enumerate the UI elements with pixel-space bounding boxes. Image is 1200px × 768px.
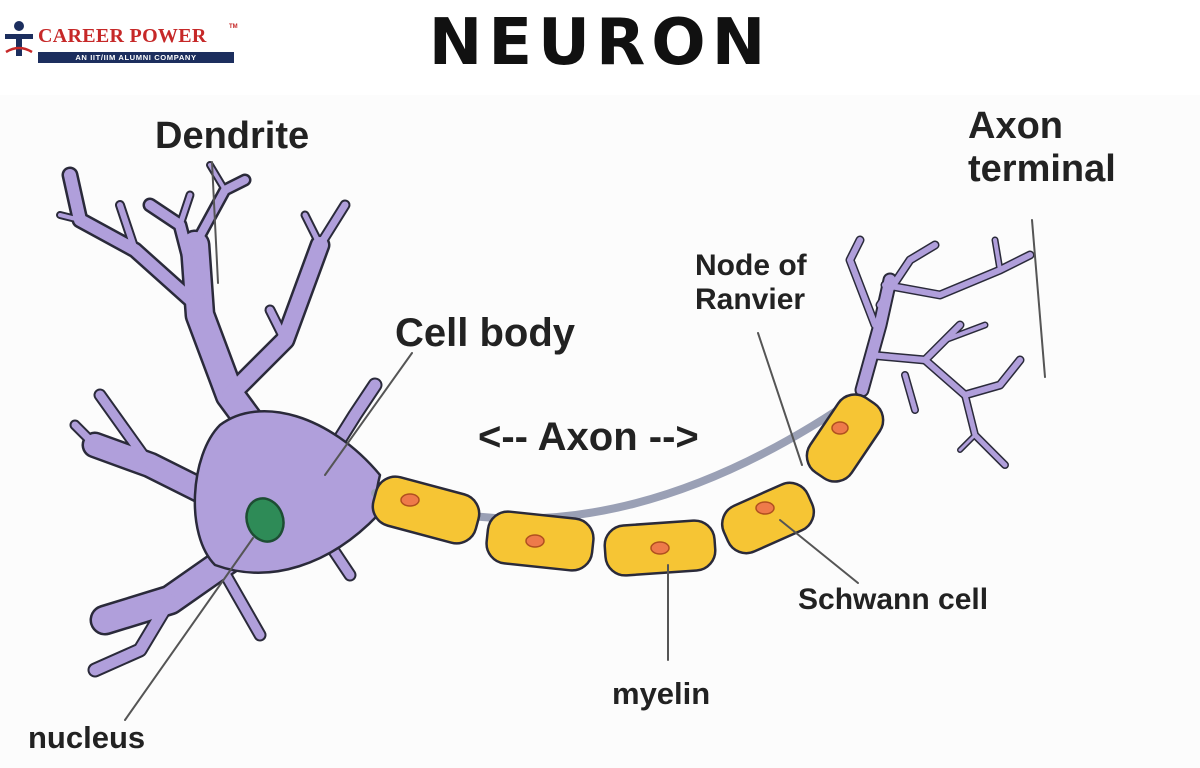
neuron-diagram: Dendrite Axon terminal Node of Ranvier C…	[0, 95, 1200, 768]
label-cell-body: Cell body	[395, 311, 576, 355]
myelin-segment	[720, 481, 816, 555]
brand-tagline: AN IIT/IIM ALUMNI COMPANY	[38, 52, 234, 63]
page-title: NEURON	[428, 6, 772, 80]
career-power-logo[interactable]: CAREER POWER TM AN IIT/IIM ALUMNI COMPAN…	[0, 12, 240, 63]
neuron-illustration	[56, 161, 1046, 721]
label-node-of-ranvier: Node of Ranvier	[695, 249, 807, 316]
label-dendrite: Dendrite	[155, 115, 310, 157]
logo-emblem-icon	[5, 21, 33, 56]
header: CAREER POWER TM AN IIT/IIM ALUMNI COMPAN…	[0, 0, 1200, 95]
cell-body-shape	[193, 410, 382, 574]
myelin-segment	[603, 519, 717, 577]
label-axon: <-- Axon -->	[478, 415, 699, 459]
nucleus-shape	[245, 497, 285, 543]
label-myelin: myelin	[612, 676, 711, 711]
myelin-segment	[371, 475, 481, 545]
leader-lines	[124, 161, 1046, 721]
label-nucleus: nucleus	[28, 720, 146, 755]
myelin-segment	[485, 510, 595, 572]
label-axon-terminal: Axon terminal	[968, 105, 1116, 190]
brand-name: CAREER POWER	[38, 25, 207, 47]
label-schwann-cell: Schwann cell	[798, 583, 989, 616]
myelin-segment	[805, 393, 885, 483]
brand-trademark: TM	[229, 24, 238, 30]
myelin-sheath	[371, 393, 885, 577]
